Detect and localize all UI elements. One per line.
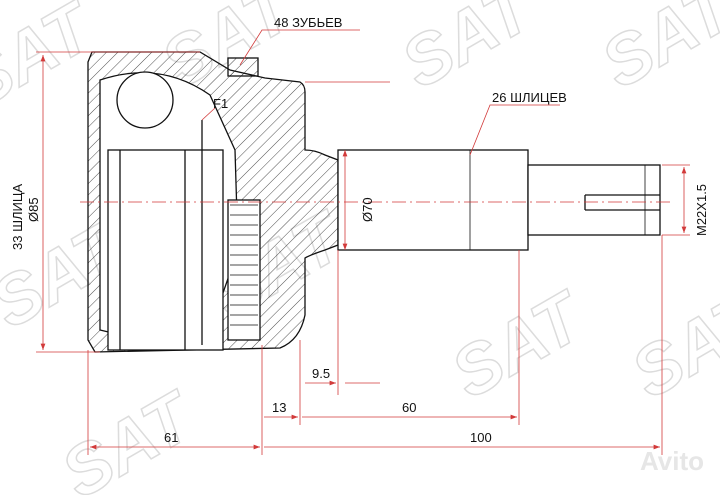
avito-watermark: Avito [640, 446, 704, 476]
thread-label: M22X1.5 [694, 184, 709, 236]
svg-text:SAT: SAT [389, 0, 549, 103]
dimension-13: 13 [272, 400, 286, 415]
svg-text:SAT: SAT [619, 275, 720, 413]
dimension-9-5: 9.5 [312, 366, 330, 381]
inner-splines-label: 33 ШЛИЦА [10, 184, 25, 250]
dimension-lines [36, 29, 690, 455]
dimension-100: 100 [470, 430, 492, 445]
outer-diameter-label: Ø85 [26, 197, 41, 222]
dimension-61: 61 [164, 430, 178, 445]
outer-splines-label: 26 ШЛИЦЕВ [492, 90, 567, 105]
shaft [337, 149, 661, 251]
svg-text:SAT: SAT [589, 0, 720, 103]
seal-label: F1 [213, 96, 228, 111]
teeth-label: 48 ЗУБЬЕВ [274, 15, 342, 30]
shaft-diameter-label: Ø70 [360, 197, 375, 222]
dimension-60: 60 [402, 400, 416, 415]
svg-text:SAT: SAT [49, 375, 209, 495]
